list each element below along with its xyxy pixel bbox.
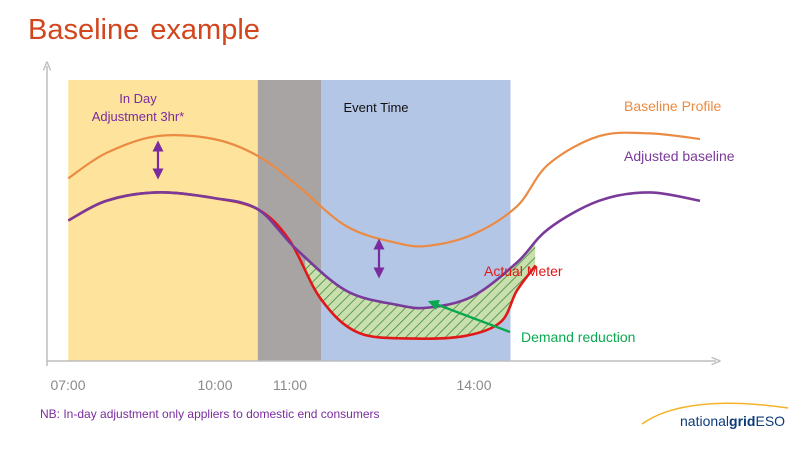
series-label-adjusted-baseline: Adjusted baseline xyxy=(624,148,735,164)
region-gap xyxy=(257,80,321,361)
series-label-actual-meter: Actual Meter xyxy=(484,263,563,279)
region-in-day-adjustment xyxy=(68,80,258,361)
x-tick-label: 11:00 xyxy=(273,377,307,393)
x-tick-label: 14:00 xyxy=(456,377,491,393)
logo-text-eso: ESO xyxy=(755,413,786,429)
logo-text-grid: grid xyxy=(729,413,756,429)
x-tick-label: 07:00 xyxy=(50,377,85,393)
region-label-event-time: Event Time xyxy=(343,100,408,115)
logo-text-national: national xyxy=(680,413,730,429)
region-label-adjustment: Adjustment 3hr* xyxy=(92,109,185,124)
footnote: NB: In-day adjustment only appliers to d… xyxy=(40,407,380,421)
series-label-baseline-profile: Baseline Profile xyxy=(624,98,721,114)
x-tick-label: 10:00 xyxy=(197,377,232,393)
series-line-baseline-profile xyxy=(67,131,701,248)
demand-reduction-area xyxy=(305,241,536,339)
region-label-in-day: In Day xyxy=(119,91,157,106)
series-line-adjusted-baseline xyxy=(67,191,701,310)
logo-swoosh-icon xyxy=(641,402,789,425)
national-grid-eso-logo: nationalgridESO xyxy=(680,413,785,429)
annotation-demand-reduction: Demand reduction xyxy=(521,329,635,345)
demand-reduction-arrow xyxy=(427,299,511,334)
page-title: Baseline example xyxy=(28,14,260,46)
